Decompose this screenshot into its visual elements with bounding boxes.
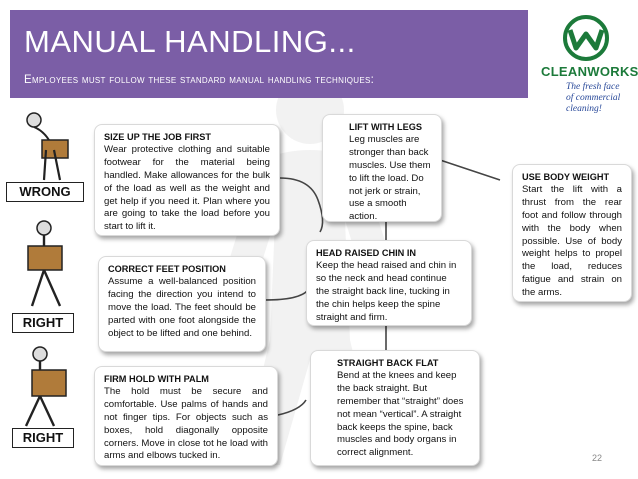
step-heading: USE BODY WEIGHT <box>522 171 622 184</box>
step-straight-back: STRAIGHT BACK FLAT Bend at the knees and… <box>310 350 480 466</box>
step-heading: CORRECT FEET POSITION <box>108 263 256 276</box>
worker-wrong-lift-icon <box>16 110 76 182</box>
logo-tagline: The fresh face of commercial cleaning! <box>566 82 638 115</box>
label-wrong: WRONG <box>6 182 84 202</box>
step-text: Assume a well-balanced position facing t… <box>108 276 256 341</box>
step-heading: HEAD RAISED CHIN IN <box>316 247 462 260</box>
step-body-weight: USE BODY WEIGHT Start the lift with a th… <box>512 164 632 302</box>
step-heading: STRAIGHT BACK FLAT <box>337 357 470 370</box>
step-lift-legs: LIFT WITH LEGS Leg muscles are stronger … <box>322 114 442 222</box>
step-size-up: SIZE UP THE JOB FIRST Wear protective cl… <box>94 124 280 236</box>
page-subtitle: Employees must follow these standard man… <box>24 74 374 86</box>
step-text: The hold must be secure and comfortable.… <box>104 386 268 463</box>
step-feet-position: CORRECT FEET POSITION Assume a well-bala… <box>98 256 266 352</box>
label-right-feet: RIGHT <box>12 313 74 333</box>
logo-tagline-line2: of commercial cleaning! <box>566 93 620 114</box>
step-heading: LIFT WITH LEGS <box>349 121 432 134</box>
step-text: Wear protective clothing and suitable fo… <box>104 144 270 234</box>
step-text: Keep the head raised and chin in so the … <box>316 260 462 325</box>
step-firm-hold: FIRM HOLD WITH PALM The hold must be sec… <box>94 366 278 466</box>
label-right-hold: RIGHT <box>12 428 74 448</box>
page-title: MANUAL HANDLING... <box>24 24 356 60</box>
logo-tagline-line1: The fresh face <box>566 82 619 92</box>
step-heading: FIRM HOLD WITH PALM <box>104 373 268 386</box>
step-head-raised: HEAD RAISED CHIN IN Keep the head raised… <box>306 240 472 326</box>
worker-right-hold-icon <box>14 344 78 428</box>
step-text: Bend at the knees and keep the back stra… <box>337 370 470 460</box>
step-text: Start the lift with a thrust from the re… <box>522 184 622 300</box>
worker-right-feet-icon <box>14 218 78 308</box>
logo-name: CLEANWORKS <box>541 64 638 79</box>
step-heading: SIZE UP THE JOB FIRST <box>104 131 270 144</box>
step-text: Leg muscles are stronger than back muscl… <box>349 134 432 224</box>
page-number: 22 <box>592 453 602 463</box>
